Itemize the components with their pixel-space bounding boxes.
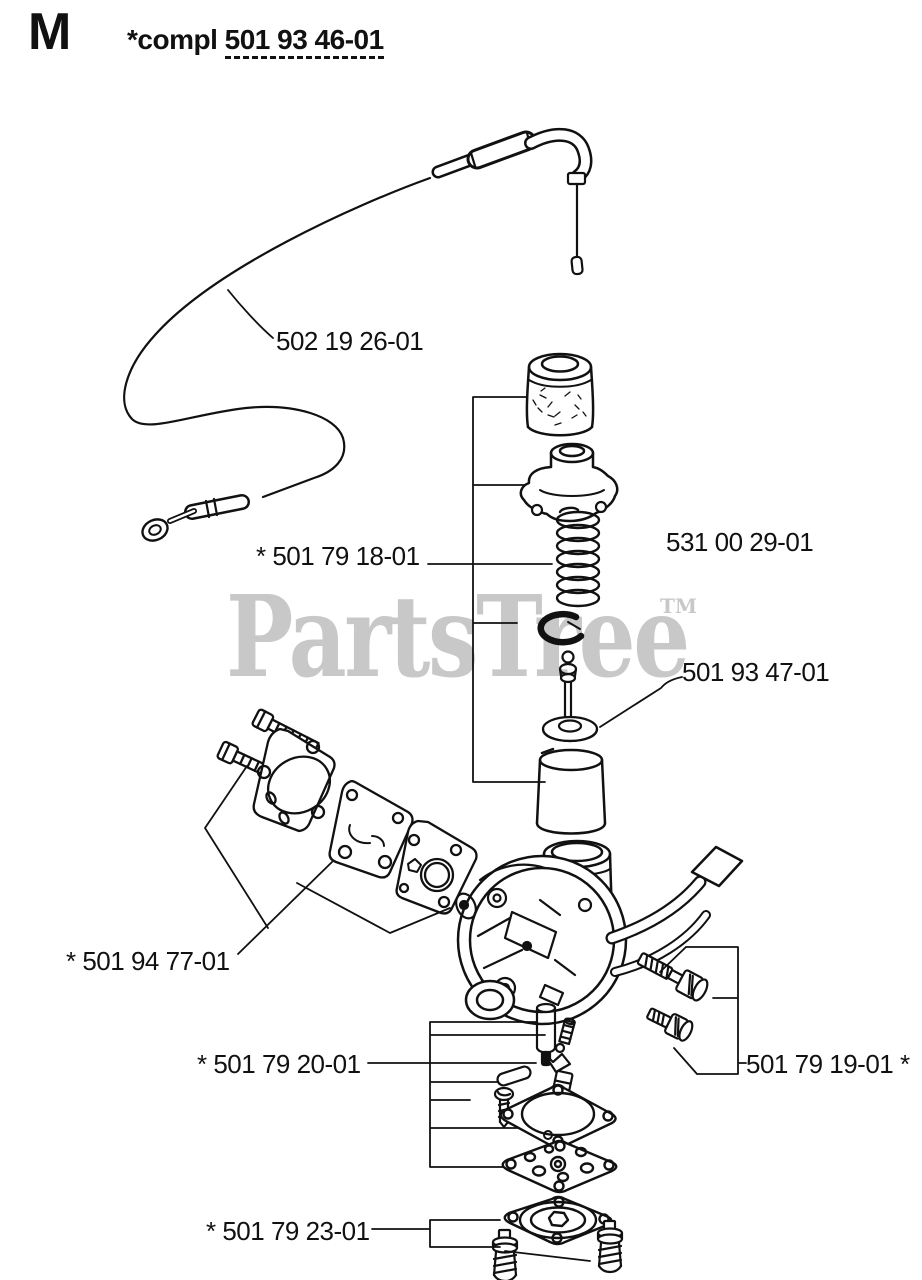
part-label-501-79-23-01: * 501 79 23-01 xyxy=(206,1216,370,1246)
sleeve-drawing xyxy=(535,747,607,835)
throttle-cable-drawing xyxy=(123,127,593,542)
diagram-title: *compl 501 93 46-01 xyxy=(127,24,384,59)
title-part-number: 501 93 46-01 xyxy=(224,24,384,59)
part-label-501-93-47-01: 501 93 47-01 xyxy=(682,657,830,687)
bracket-primer-assembly xyxy=(427,396,553,783)
leader-lines xyxy=(204,289,683,955)
part-label-531-00-29-01: 531 00 29-01 xyxy=(666,527,814,557)
diaphragm-plates-drawing xyxy=(499,1083,618,1246)
title-prefix: *compl xyxy=(127,24,218,55)
part-label-501-94-77-01: * 501 94 77-01 xyxy=(66,946,230,976)
pump-body-drawing xyxy=(519,442,619,523)
part-label-501-79-18-01: * 501 79 18-01 xyxy=(256,541,420,571)
bracket-metering-parts xyxy=(367,1021,546,1168)
part-label-502-19-26-01: 502 19 26-01 xyxy=(276,326,424,356)
carburetor-body-drawing xyxy=(455,839,744,1026)
retainer-clip-drawing xyxy=(537,610,585,646)
primer-cap-drawing xyxy=(525,352,595,437)
trademark-symbol: TM xyxy=(660,594,698,618)
needle-washer-drawing xyxy=(541,650,599,743)
bracket-mounting-screws xyxy=(659,946,747,1075)
partstree-watermark: PartsTree xyxy=(226,572,690,703)
section-letter: M xyxy=(28,3,71,61)
part-label-501-79-20-01: * 501 79 20-01 xyxy=(197,1049,361,1079)
cover-screws-drawing xyxy=(491,1219,624,1280)
mounting-screws-drawing xyxy=(636,952,709,1042)
part-label-501-79-19-01: 501 79 19-01 * xyxy=(746,1049,910,1079)
spring-drawing xyxy=(555,506,601,608)
bracket-cover-screws xyxy=(371,1219,591,1262)
gasket-set-drawing xyxy=(216,708,478,915)
